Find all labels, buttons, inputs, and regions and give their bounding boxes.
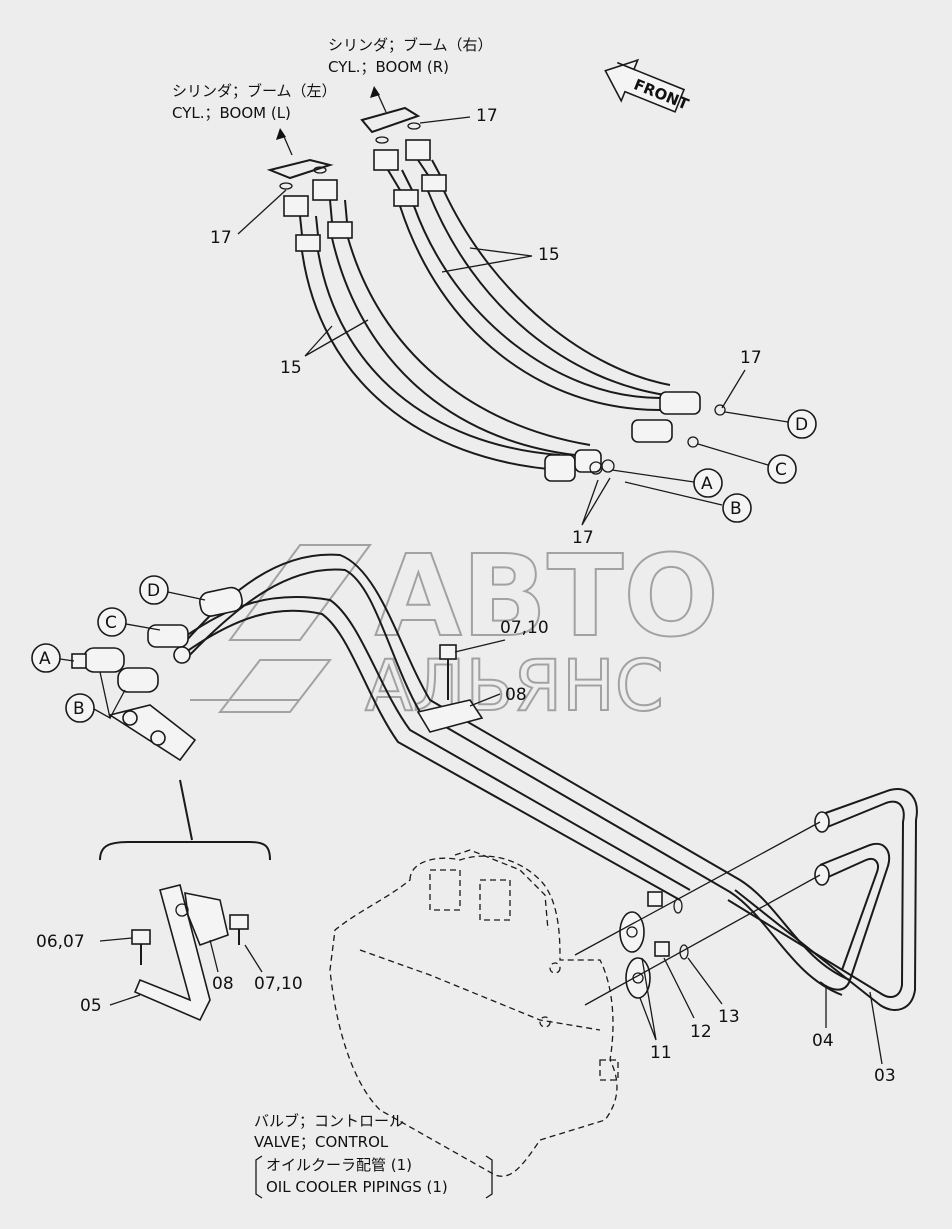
connector-d-right: D [724, 409, 817, 439]
connector-b-right: B [624, 481, 752, 523]
label-12: 12 [690, 1022, 712, 1042]
label-17-top-left: 17 [210, 228, 232, 248]
pipings-caption-en: OIL COOLER PIPINGS (1) [266, 1178, 448, 1196]
label-0710-detail: 07,10 [254, 974, 303, 994]
arrow-up-icon [276, 86, 387, 156]
svg-text:B: B [730, 499, 742, 519]
label-13: 13 [718, 1007, 740, 1027]
svg-text:C: C [105, 613, 117, 633]
watermark: АВТО АЛЬЯНС [190, 531, 720, 728]
valve-flanges [574, 821, 821, 1006]
bolt-0710-top [439, 644, 457, 700]
watermark-logo-icon [190, 544, 372, 713]
valve-caption-en: VALVE；CONTROL [254, 1133, 389, 1151]
label-08-detail: 08 [212, 974, 234, 994]
connector-a-right: A [611, 468, 723, 498]
label-04: 04 [812, 1031, 834, 1051]
label-15-left: 15 [280, 358, 302, 378]
svg-text:A: A [39, 649, 51, 669]
cyl-boom-r-jp: シリンダ；ブーム（右） [328, 36, 493, 54]
hoses-boom-l [266, 158, 615, 482]
label-11: 11 [650, 1043, 672, 1063]
label-17-bottom: 17 [572, 528, 594, 548]
oil-cooler-pipes [177, 553, 918, 1011]
cyl-boom-l-jp: シリンダ；ブーム（左） [172, 82, 337, 100]
front-arrow: FRONT [604, 58, 692, 114]
svg-text:A: A [701, 474, 713, 494]
connector-c-right: C [697, 443, 797, 484]
hoses-boom-r [360, 106, 726, 448]
label-03: 03 [874, 1066, 896, 1086]
watermark-line1: АВТО [375, 532, 719, 662]
label-17-right: 17 [740, 348, 762, 368]
connector-a-left: A [31, 643, 75, 673]
svg-text:D: D [147, 581, 160, 601]
left-fittings [71, 586, 243, 762]
label-15-right: 15 [538, 245, 560, 265]
label-08-top: 08 [505, 685, 527, 705]
connector-b-left: B [65, 671, 126, 723]
connector-d-left: D [139, 575, 206, 605]
label-0710-top: 07,10 [500, 618, 549, 638]
cyl-boom-r-en: CYL.；BOOM (R) [328, 58, 449, 76]
watermark-line2: АЛЬЯНС [365, 645, 664, 727]
svg-text:D: D [795, 415, 808, 435]
connector-c-left: C [97, 607, 161, 637]
cyl-boom-l-en: CYL.；BOOM (L) [172, 104, 291, 122]
label-05: 05 [80, 996, 102, 1016]
detail-bracket [131, 884, 249, 1022]
label-0607: 06,07 [36, 932, 85, 952]
control-valve [329, 849, 619, 1177]
valve-caption-jp: バルブ；コントロール [254, 1112, 404, 1130]
pipings-caption-jp: オイルクーラ配管 (1) [266, 1156, 412, 1174]
svg-text:B: B [73, 699, 85, 719]
svg-text:C: C [775, 460, 787, 480]
label-17-top-right: 17 [476, 106, 498, 126]
